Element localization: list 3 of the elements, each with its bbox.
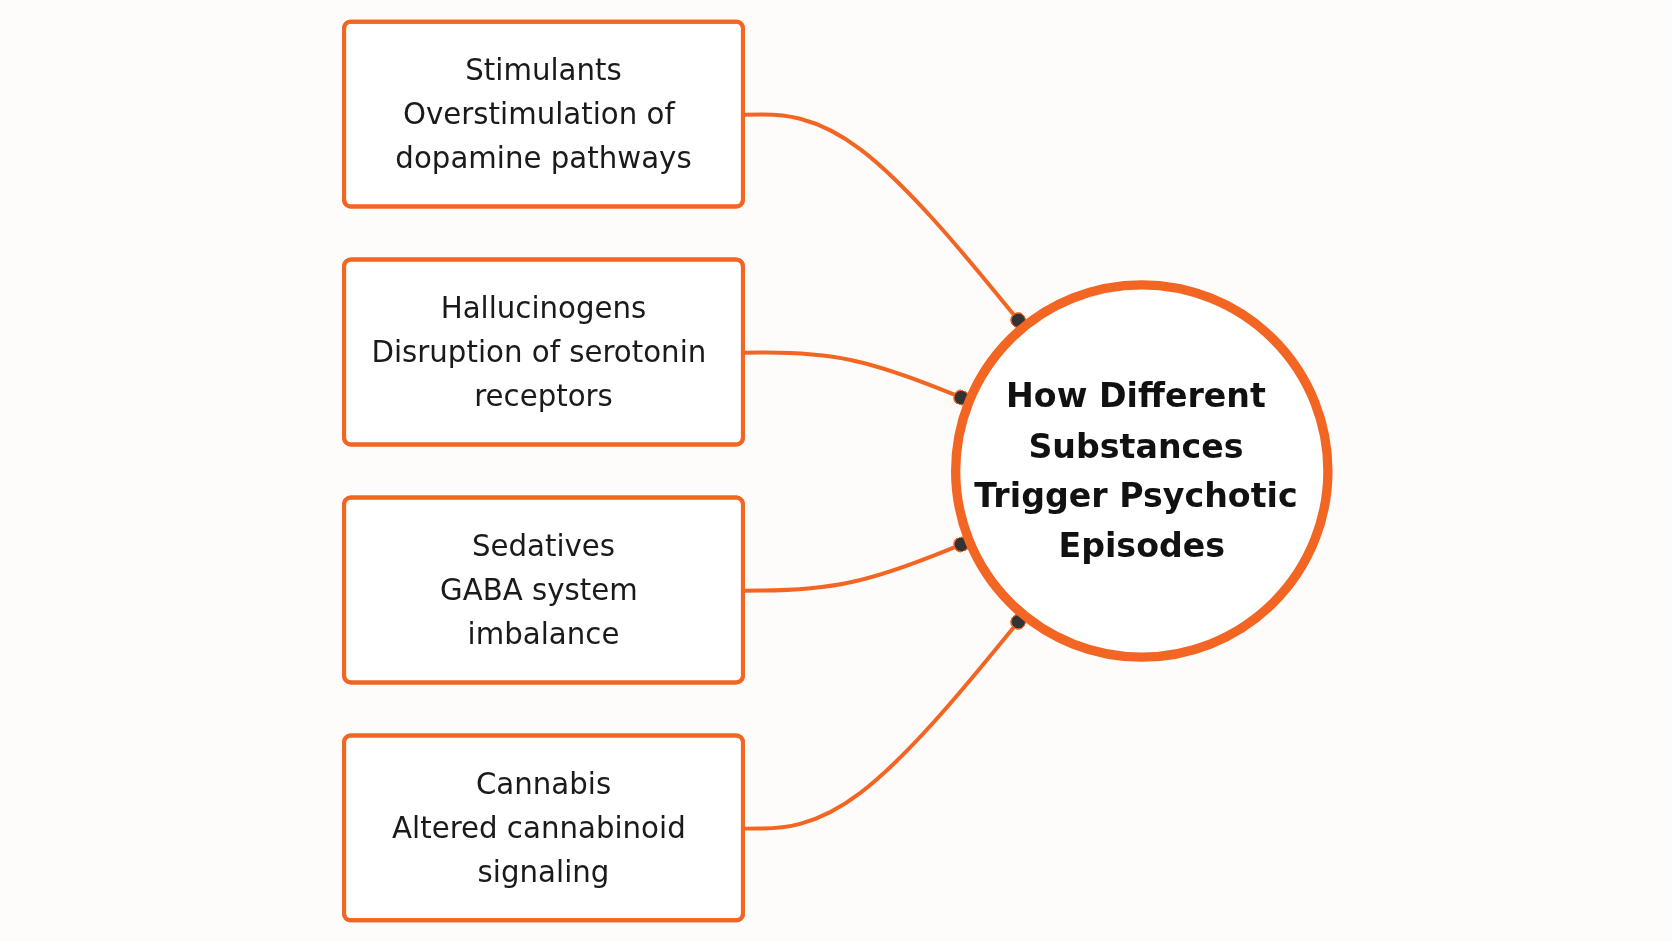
node-circle: How Different Substances Trigger Psychotic Episodes — [951, 279, 1333, 662]
connector — [743, 613, 1027, 831]
connector — [743, 112, 1027, 328]
